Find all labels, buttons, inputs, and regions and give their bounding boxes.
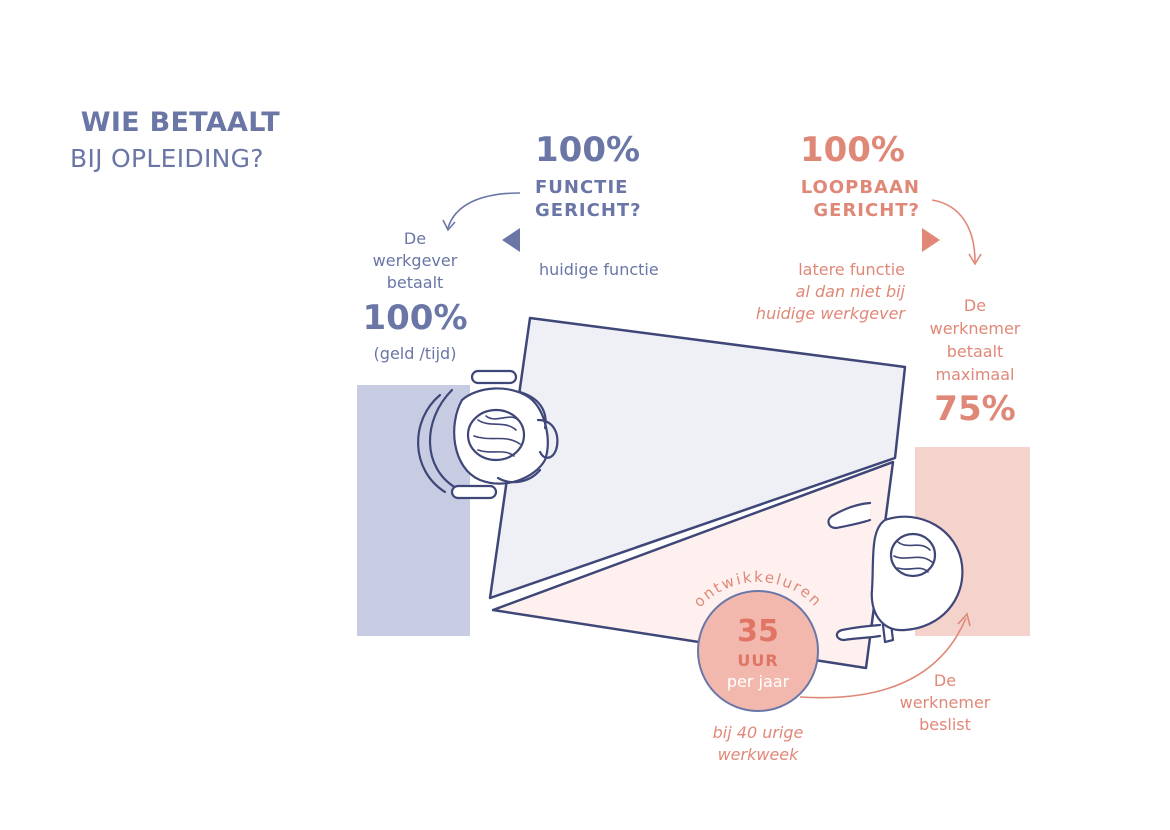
employee-line-3: betaalt: [946, 342, 1004, 361]
arrow-right-label-3: huidige werkgever: [755, 304, 905, 323]
employee-line-2: werknemer: [929, 319, 1021, 338]
right-heading-line-1: LOOPBAAN: [800, 177, 920, 198]
arrow-right-label-1: latere functie: [798, 260, 905, 279]
circle-note-line-2: werkweek: [717, 745, 799, 764]
arrow-right-label-2: al dan niet bij: [795, 282, 905, 301]
circle-hours: 35: [737, 614, 779, 649]
employer-percent: 100%: [362, 298, 468, 338]
curve-arrow-left-icon: [447, 192, 521, 229]
right-heading-line-2: GERICHT?: [813, 200, 920, 221]
employer-bar: [357, 385, 470, 636]
decides-line-2: werknemer: [899, 693, 991, 712]
employee-percent: 75%: [934, 389, 1016, 429]
decides-line-3: beslist: [919, 715, 971, 734]
circle-note-line-1: bij 40 urige: [712, 723, 804, 742]
left-heading-line-1: FUNCTIE: [535, 177, 629, 198]
decides-line-1: De: [933, 671, 957, 690]
circle-period: per jaar: [726, 672, 790, 691]
curve-arrow-right-icon: [931, 199, 976, 263]
circle-unit: UUR: [737, 651, 779, 670]
arrow-head-right-icon: [922, 228, 940, 252]
title-line-2: BIJ OPLEIDING?: [70, 144, 264, 173]
employer-line-2: werkgever: [372, 251, 458, 270]
employer-line-1: De: [403, 229, 427, 248]
development-hours-circle: [697, 590, 819, 712]
arrow-head-left-icon: [502, 228, 520, 252]
employee-person-illustration: [827, 501, 964, 644]
title-line-1: WIE BETAALT: [80, 107, 280, 138]
left-heading-line-2: GERICHT?: [535, 200, 642, 221]
employer-line-3: betaalt: [386, 273, 444, 292]
left-heading-percent: 100%: [535, 130, 641, 170]
arrow-left-label: huidige functie: [539, 260, 659, 279]
right-heading-percent: 100%: [799, 130, 905, 170]
employer-note: (geld /tijd): [373, 344, 457, 363]
employer-person-illustration: [417, 369, 559, 500]
employee-line-1: De: [963, 296, 987, 315]
employee-line-4: maximaal: [935, 365, 1015, 384]
table-upper-triangle: [488, 316, 907, 600]
curve-arrow-bottom-icon: [799, 617, 967, 699]
